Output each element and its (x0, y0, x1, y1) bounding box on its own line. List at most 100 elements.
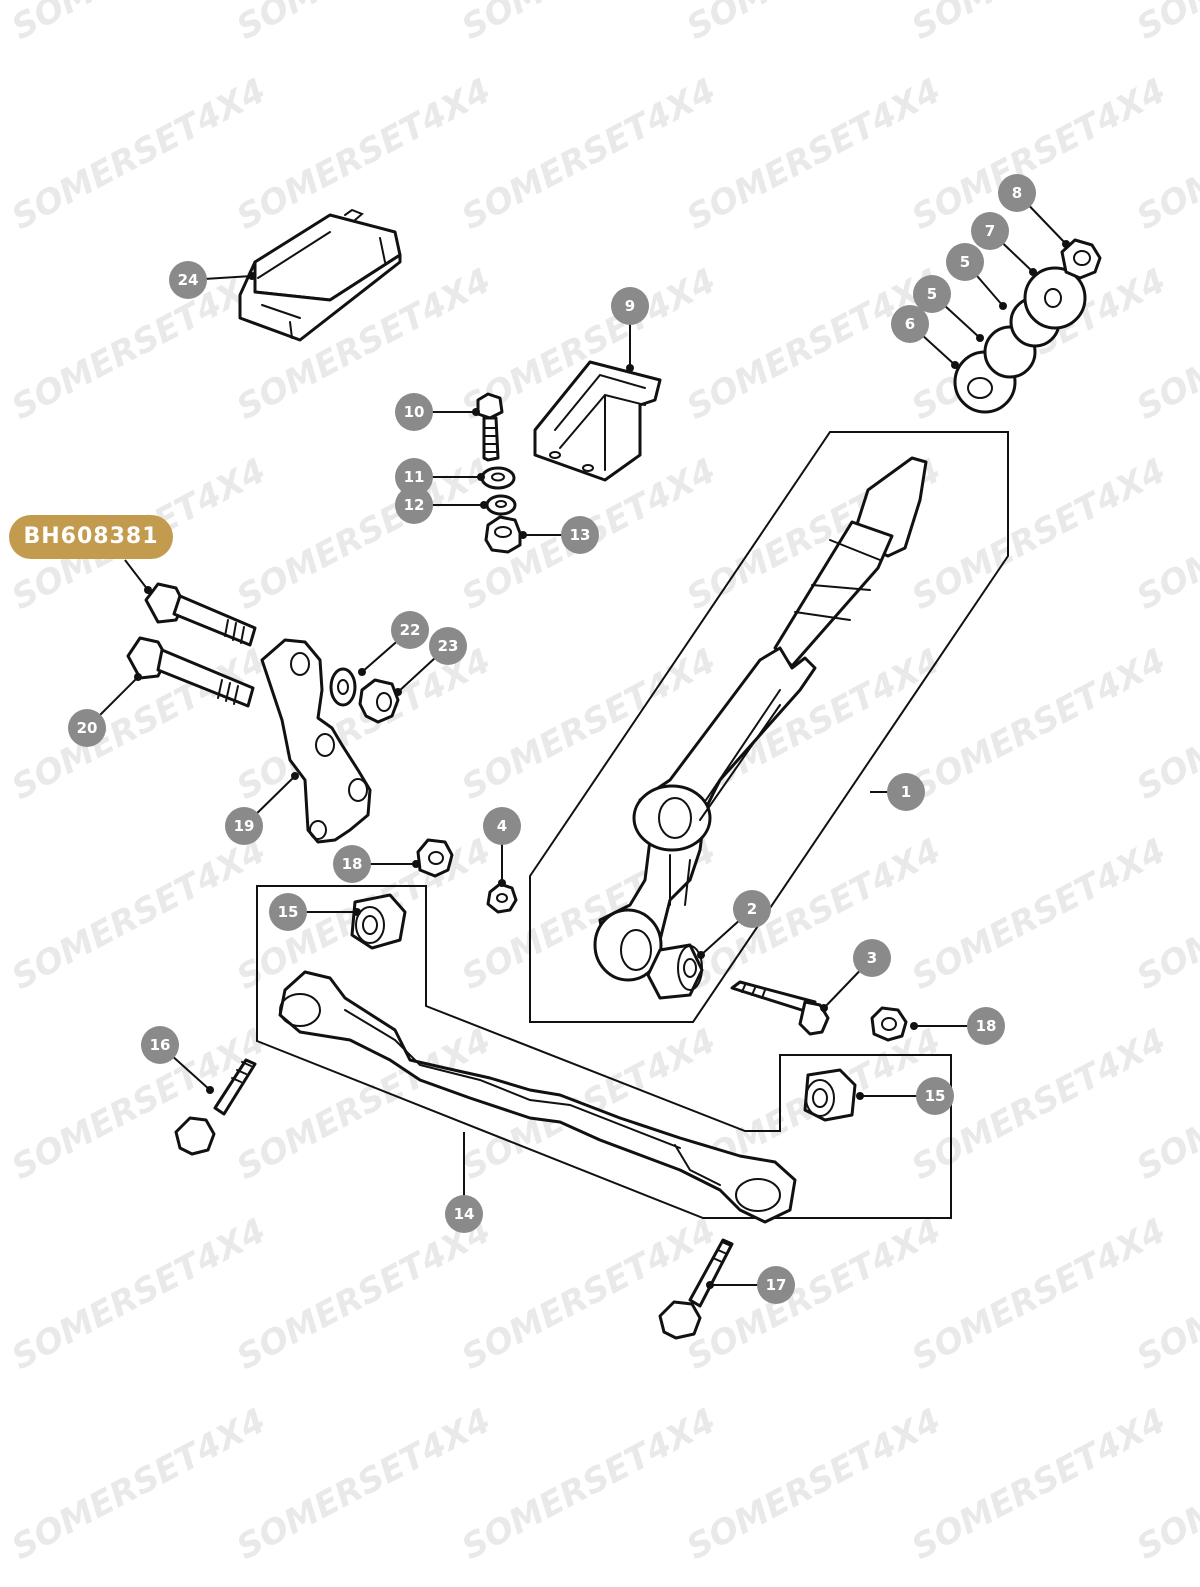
callout-19-label: 19 (234, 817, 255, 835)
bush-washer-stack[interactable] (953, 238, 1102, 414)
callout-18-upper-label: 18 (342, 855, 363, 873)
watermark-text: SOMERSET4X4 (905, 451, 1172, 618)
callout-20-label: 20 (77, 719, 98, 737)
watermark-text: SOMERSET4X4 (230, 1401, 497, 1568)
callout-1[interactable]: 1 (870, 773, 925, 811)
callout-1-label: 1 (901, 783, 911, 801)
callout-15-upper[interactable]: 15 (269, 893, 361, 931)
callout-7[interactable]: 7 (971, 212, 1037, 276)
watermark-text: SOMERSET4X4 (905, 1211, 1172, 1378)
watermark-text: SOMERSET4X4 (905, 1401, 1172, 1568)
callout-17[interactable]: 17 (706, 1266, 795, 1304)
link-plate-19[interactable] (260, 638, 372, 844)
washer-22[interactable] (329, 667, 357, 707)
watermark-text: SOMERSET4X4 (680, 0, 947, 48)
callout-layer: 1 2 3 4 5 5 (68, 174, 1070, 1304)
callout-3[interactable]: 3 (820, 939, 891, 1012)
panhard-rod-assembly-frame (256, 885, 952, 1219)
spring-washer-12[interactable] (485, 494, 517, 516)
bush-15-upper[interactable] (350, 893, 407, 950)
watermark-text: SOMERSET4X4 (905, 0, 1172, 48)
callout-17-label: 17 (766, 1276, 787, 1294)
callout-13[interactable]: 13 (519, 516, 599, 554)
nut-18-lower[interactable] (870, 1006, 908, 1042)
mounting-bracket-24[interactable] (238, 208, 402, 342)
callout-14[interactable]: 14 (445, 1132, 483, 1233)
watermark-text: SOMERSET4X4 (230, 1211, 497, 1378)
callout-12[interactable]: 12 (395, 486, 488, 524)
radius-arm-1[interactable] (593, 456, 928, 982)
callout-4[interactable]: 4 (483, 807, 521, 887)
bush-15-lower[interactable] (803, 1068, 857, 1122)
part-reference-tag[interactable]: BH608381 (9, 515, 173, 559)
watermark-text: SOMERSET4X4 (455, 1211, 722, 1378)
watermark-text: SOMERSET4X4 (905, 71, 1172, 238)
callout-22[interactable]: 22 (358, 611, 429, 676)
watermark-text: SOMERSET4X4 (5, 1401, 272, 1568)
bolt-16[interactable] (174, 1058, 257, 1156)
axle-arm-assembly-frame (529, 431, 1009, 1023)
watermark-text: SOMERSET4X4 (680, 1401, 947, 1568)
watermark-text: SOMERSET4X4 (680, 71, 947, 238)
callout-10[interactable]: 10 (395, 393, 480, 431)
panhard-rod-14[interactable] (278, 970, 797, 1224)
callout-23[interactable]: 23 (394, 627, 467, 696)
callout-11[interactable]: 11 (395, 458, 485, 496)
nut-4[interactable] (486, 882, 518, 914)
callout-10-label: 10 (404, 403, 425, 421)
mounting-block-9[interactable] (533, 360, 662, 482)
callout-5-lower-label: 5 (927, 285, 937, 303)
callout-14-label: 14 (454, 1205, 475, 1223)
bush-2[interactable] (646, 943, 704, 1000)
callout-6-label: 6 (905, 315, 915, 333)
callout-16-label: 16 (150, 1036, 171, 1054)
watermark-text: SOMERSET4X4 (230, 451, 497, 618)
callout-5-lower[interactable]: 5 (913, 275, 984, 342)
callout-8[interactable]: 8 (998, 174, 1070, 248)
callout-8-label: 8 (1012, 184, 1022, 202)
watermark-text: SOMERSET4X4 (230, 0, 497, 48)
callout-bh608381-leader (124, 559, 152, 594)
washer-11[interactable] (480, 466, 516, 490)
callout-16[interactable]: 16 (141, 1026, 214, 1094)
callout-7-label: 7 (985, 222, 995, 240)
bolt-3[interactable] (730, 980, 830, 1036)
nut-23[interactable] (358, 678, 400, 724)
callout-24-label: 24 (178, 271, 199, 289)
watermark-text: SOMERSET4X4 (680, 261, 947, 428)
callout-15-lower-label: 15 (925, 1087, 946, 1105)
callout-15-upper-label: 15 (278, 903, 299, 921)
callout-5-upper-label: 5 (960, 253, 970, 271)
callout-6[interactable]: 6 (891, 305, 959, 369)
callout-15-lower[interactable]: 15 (856, 1077, 954, 1115)
callout-13-label: 13 (570, 526, 591, 544)
callout-18-upper[interactable]: 18 (333, 845, 420, 883)
watermark-text: SOMERSET4X4 (5, 1211, 272, 1378)
watermark-text: SOMERSET4X4 (5, 71, 272, 238)
watermark-text: SOMERSET4X4 (230, 71, 497, 238)
bolt-17[interactable] (658, 1238, 734, 1340)
callout-20[interactable]: 20 (68, 673, 142, 747)
callout-23-label: 23 (438, 637, 459, 655)
watermark-text: SOMERSET4X4 (5, 261, 272, 428)
callout-2[interactable]: 2 (697, 890, 771, 959)
washer-7 (1023, 266, 1087, 330)
callout-12-label: 12 (404, 496, 425, 514)
watermark-text: SOMERSET4X4 (1130, 0, 1200, 48)
nut-18-upper[interactable] (416, 838, 454, 878)
bolt-10[interactable] (476, 392, 504, 462)
watermark-text: SOMERSET4X4 (5, 0, 272, 48)
nut-8 (1060, 238, 1102, 280)
callout-18-lower[interactable]: 18 (910, 1007, 1005, 1045)
bolt-bh608381[interactable] (144, 582, 257, 647)
watermark-text: SOMERSET4X4 (680, 831, 947, 998)
watermark-text: SOMERSET4X4 (455, 1401, 722, 1568)
nut-13[interactable] (484, 515, 522, 554)
callout-19[interactable]: 19 (225, 772, 299, 845)
callout-9[interactable]: 9 (611, 287, 649, 372)
watermark-text: SOMERSET4X4 (5, 1021, 272, 1188)
callout-9-label: 9 (625, 297, 635, 315)
callout-5-upper[interactable]: 5 (946, 243, 1007, 310)
watermark-text: SOMERSET4X4 (680, 1211, 947, 1378)
callout-24[interactable]: 24 (169, 261, 256, 299)
